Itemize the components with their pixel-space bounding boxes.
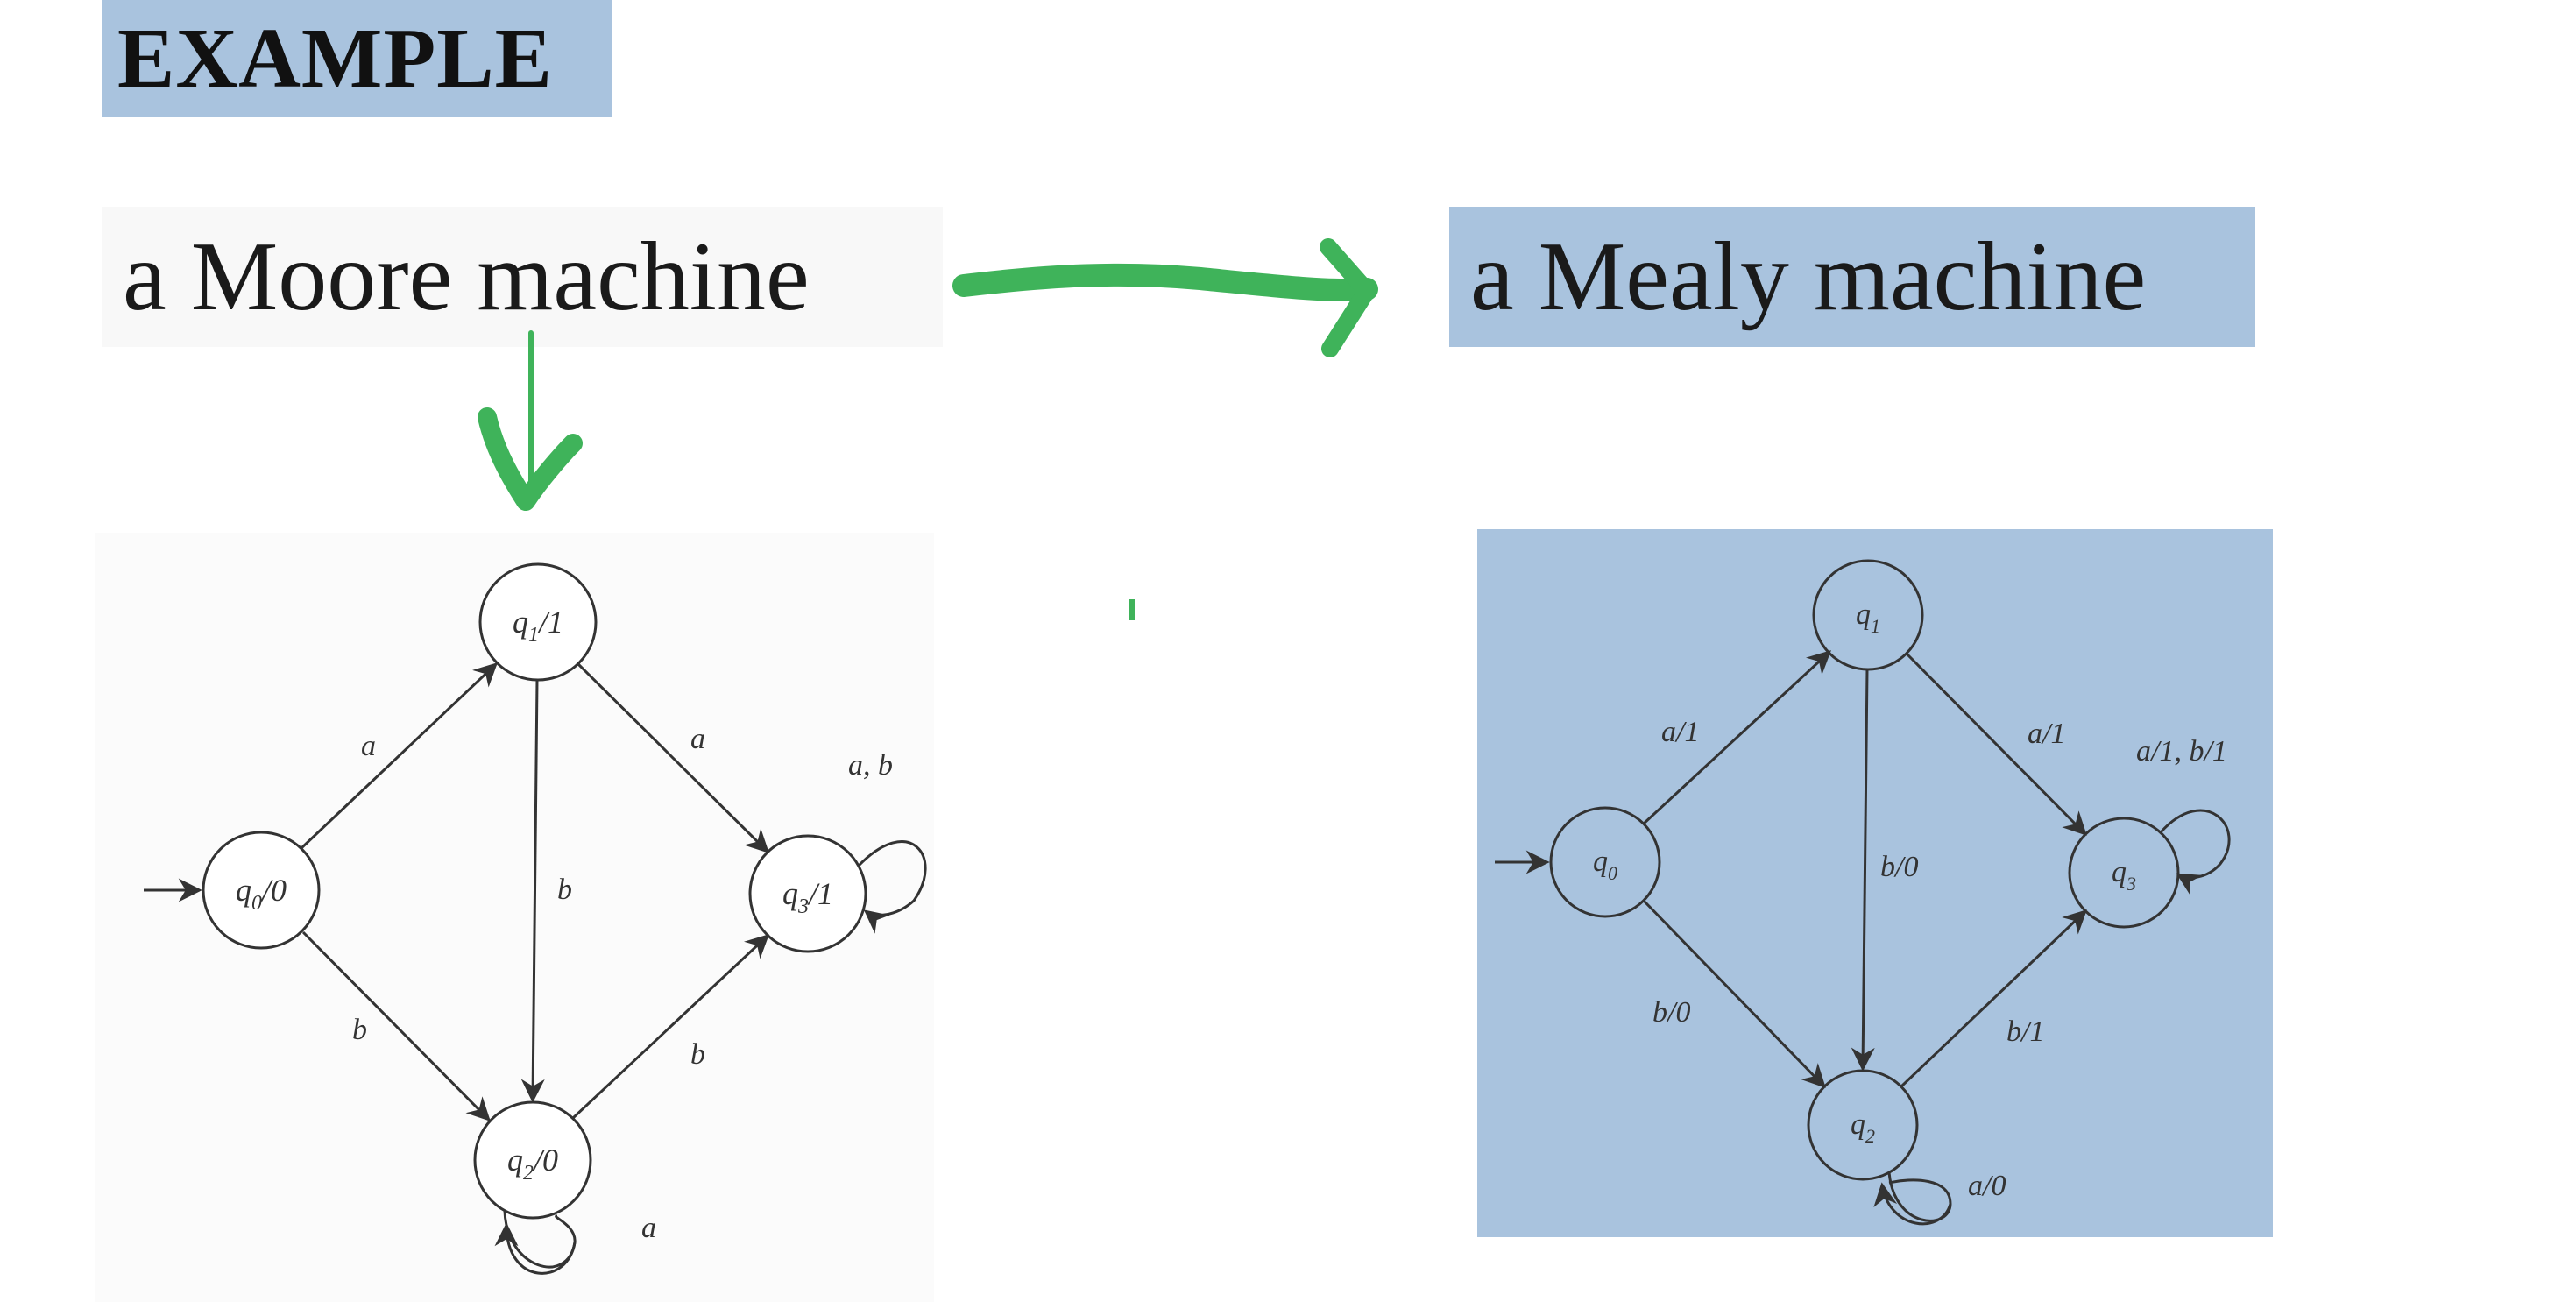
mealy-label-q1-q2: b/0 bbox=[1880, 851, 1918, 883]
mealy-edge-q1-q2 bbox=[1851, 669, 1875, 1072]
mealy-label-q2-q3: b/1 bbox=[2006, 1015, 2044, 1048]
moore-state-q0: q0/0 bbox=[202, 831, 321, 950]
state-output: /1 bbox=[807, 876, 833, 911]
mealy-label-q0-q1: a/1 bbox=[1661, 716, 1699, 748]
mealy-label-q2-loop: a/0 bbox=[1968, 1170, 2006, 1202]
svg-text:q3/1: q3/1 bbox=[782, 876, 833, 918]
mealy-diagram: q0 q1 q2 q3 a/1 b/0 bbox=[1477, 529, 2273, 1237]
state-output: /0 bbox=[532, 1143, 558, 1178]
mealy-edge-q0-q1 bbox=[1642, 650, 1831, 825]
moore-label-q0-q1: a bbox=[361, 730, 376, 762]
mealy-label-q1-q3: a/1 bbox=[2028, 718, 2065, 750]
svg-text:q1: q1 bbox=[1856, 598, 1880, 637]
mealy-edge-q1-q3 bbox=[1905, 652, 2087, 836]
svg-text:q3: q3 bbox=[2112, 856, 2136, 895]
moore-edge-q2-q3 bbox=[571, 934, 769, 1120]
moore-label-q3-loop: a, b bbox=[848, 749, 893, 782]
svg-text:q1/1: q1/1 bbox=[513, 605, 563, 647]
green-arrow-down bbox=[478, 330, 583, 511]
state-output: /1 bbox=[537, 605, 563, 640]
mealy-label-q0-q2: b/0 bbox=[1652, 996, 1690, 1029]
example-title-box: EXAMPLE bbox=[102, 0, 612, 117]
slide-title: EXAMPLE bbox=[117, 11, 553, 106]
state-label: q bbox=[236, 873, 251, 908]
state-sub: 3 bbox=[2126, 873, 2136, 895]
mealy-loop-q2-head bbox=[1873, 1182, 1952, 1226]
moore-diagram: q0/0 q1/1 q2/0 q3/1 bbox=[95, 533, 934, 1302]
svg-text:q0: q0 bbox=[1593, 845, 1617, 884]
moore-loop-q2-head bbox=[494, 1222, 577, 1275]
moore-label-q2-q3: b bbox=[690, 1038, 705, 1071]
mealy-state-q1: q1 bbox=[1812, 559, 1924, 671]
state-sub: 0 bbox=[1608, 862, 1617, 884]
state-label: q bbox=[513, 605, 528, 640]
state-sub: 1 bbox=[528, 624, 539, 647]
svg-text:q0/0: q0/0 bbox=[236, 873, 287, 915]
moore-state-graph: q0/0 q1/1 q2/0 q3/1 bbox=[144, 562, 927, 1275]
moore-heading: a Moore machine bbox=[123, 222, 810, 331]
moore-state-q3: q3/1 bbox=[748, 834, 867, 953]
moore-heading-box: a Moore machine bbox=[102, 207, 943, 347]
state-sub: 0 bbox=[251, 892, 262, 915]
mealy-state-q3: q3 bbox=[2068, 817, 2180, 929]
green-arrow-right bbox=[952, 238, 1378, 357]
moore-label-q1-q2: b bbox=[557, 874, 572, 906]
mealy-loop-q3 bbox=[2159, 809, 2231, 896]
state-label: q bbox=[782, 876, 798, 911]
state-sub: 1 bbox=[1871, 615, 1880, 637]
svg-text:q2: q2 bbox=[1851, 1108, 1875, 1147]
moore-label-q1-q3: a bbox=[690, 723, 705, 755]
mealy-heading-box: a Mealy machine bbox=[1449, 207, 2255, 347]
moore-edge-q0-q1 bbox=[300, 662, 498, 850]
mealy-heading: a Mealy machine bbox=[1470, 222, 2147, 331]
moore-label-q2-loop: a bbox=[641, 1212, 656, 1244]
moore-edge-q0-q2 bbox=[301, 930, 491, 1121]
moore-label-q0-q2: b bbox=[352, 1014, 367, 1046]
mealy-edge-q2-q3 bbox=[1900, 909, 2087, 1088]
state-label: q bbox=[507, 1143, 523, 1178]
mealy-state-graph: q0 q1 q2 q3 a/1 b/0 bbox=[1495, 559, 2231, 1226]
state-label: q bbox=[1851, 1108, 1865, 1141]
moore-edge-q1-q3 bbox=[577, 662, 769, 853]
moore-edge-q1-q2 bbox=[520, 679, 545, 1103]
state-label: q bbox=[1856, 598, 1871, 631]
mealy-label-q3-loop: a/1, b/1 bbox=[2136, 735, 2227, 768]
svg-text:q2/0: q2/0 bbox=[507, 1143, 558, 1185]
moore-loop-q3 bbox=[857, 840, 927, 934]
mealy-state-q0: q0 bbox=[1549, 806, 1661, 918]
mealy-edge-q0-q2 bbox=[1642, 899, 1826, 1088]
state-label: q bbox=[1593, 845, 1608, 878]
state-label: q bbox=[2112, 856, 2127, 888]
state-sub: 2 bbox=[1865, 1125, 1875, 1147]
state-sub: 2 bbox=[523, 1162, 534, 1185]
moore-state-q2: q2/0 bbox=[473, 1100, 592, 1220]
moore-state-q1: q1/1 bbox=[478, 562, 598, 682]
state-output: /0 bbox=[260, 873, 287, 908]
state-sub: 3 bbox=[797, 895, 809, 918]
